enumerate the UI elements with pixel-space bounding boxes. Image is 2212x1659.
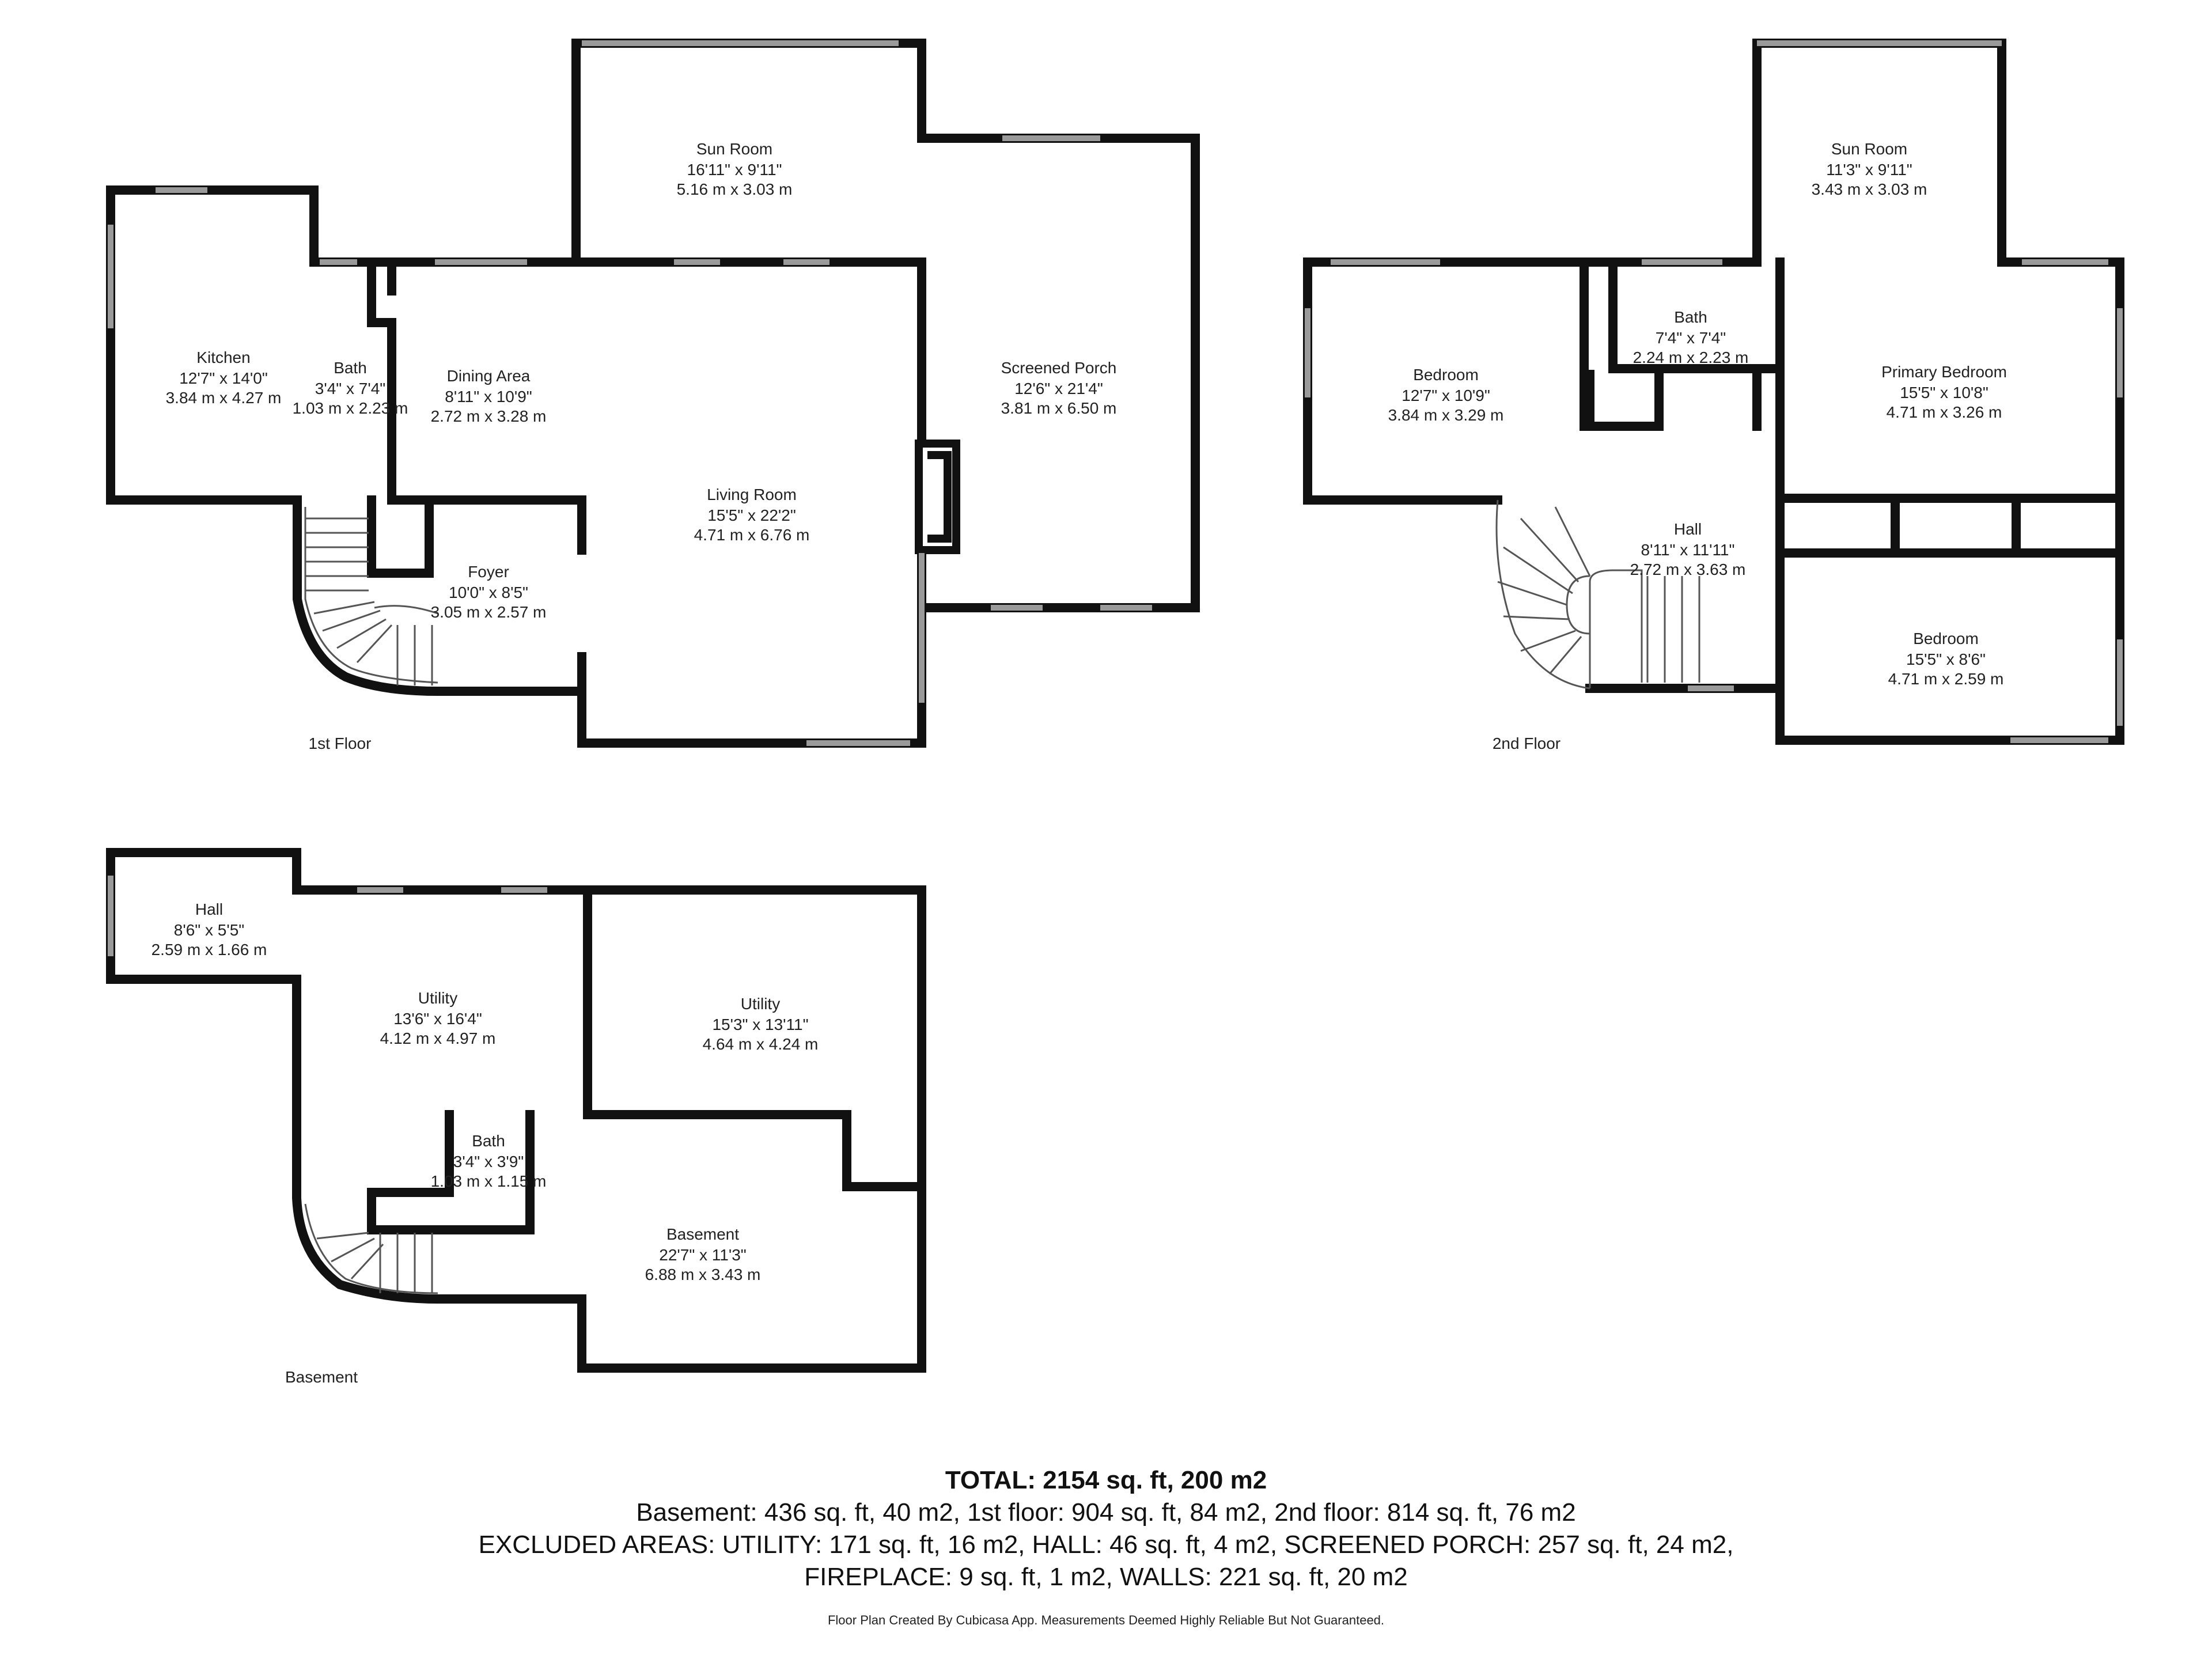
floor-areas: Basement: 436 sq. ft, 40 m2, 1st floor: … — [636, 1498, 1576, 1527]
floor-label-basement: Basement — [285, 1368, 358, 1386]
floor-labels: 1st Floor 2nd Floor Basement — [285, 734, 1560, 1386]
area-summary: TOTAL: 2154 sq. ft, 200 m2 Basement: 436… — [0, 1466, 2212, 1592]
stairs-second-floor — [1495, 499, 1700, 690]
excluded-areas-line1: EXCLUDED AREAS: UTILITY: 171 sq. ft, 16 … — [478, 1531, 1734, 1559]
floor-label-first: 1st Floor — [309, 734, 372, 752]
walls-first-floor — [106, 39, 1200, 748]
walls-basement — [106, 848, 926, 1373]
total-area: TOTAL: 2154 sq. ft, 200 m2 — [945, 1466, 1267, 1494]
fireplace — [915, 440, 960, 554]
stairs-first-floor — [304, 507, 438, 685]
disclaimer-credit: Floor Plan Created By Cubicasa App. Meas… — [827, 1613, 1385, 1627]
floor-label-second: 2nd Floor — [1493, 734, 1560, 752]
stairs-basement — [304, 1203, 438, 1294]
windows — [108, 40, 2123, 956]
excluded-areas-line2: FIREPLACE: 9 sq. ft, 1 m2, WALLS: 221 sq… — [804, 1563, 1408, 1591]
